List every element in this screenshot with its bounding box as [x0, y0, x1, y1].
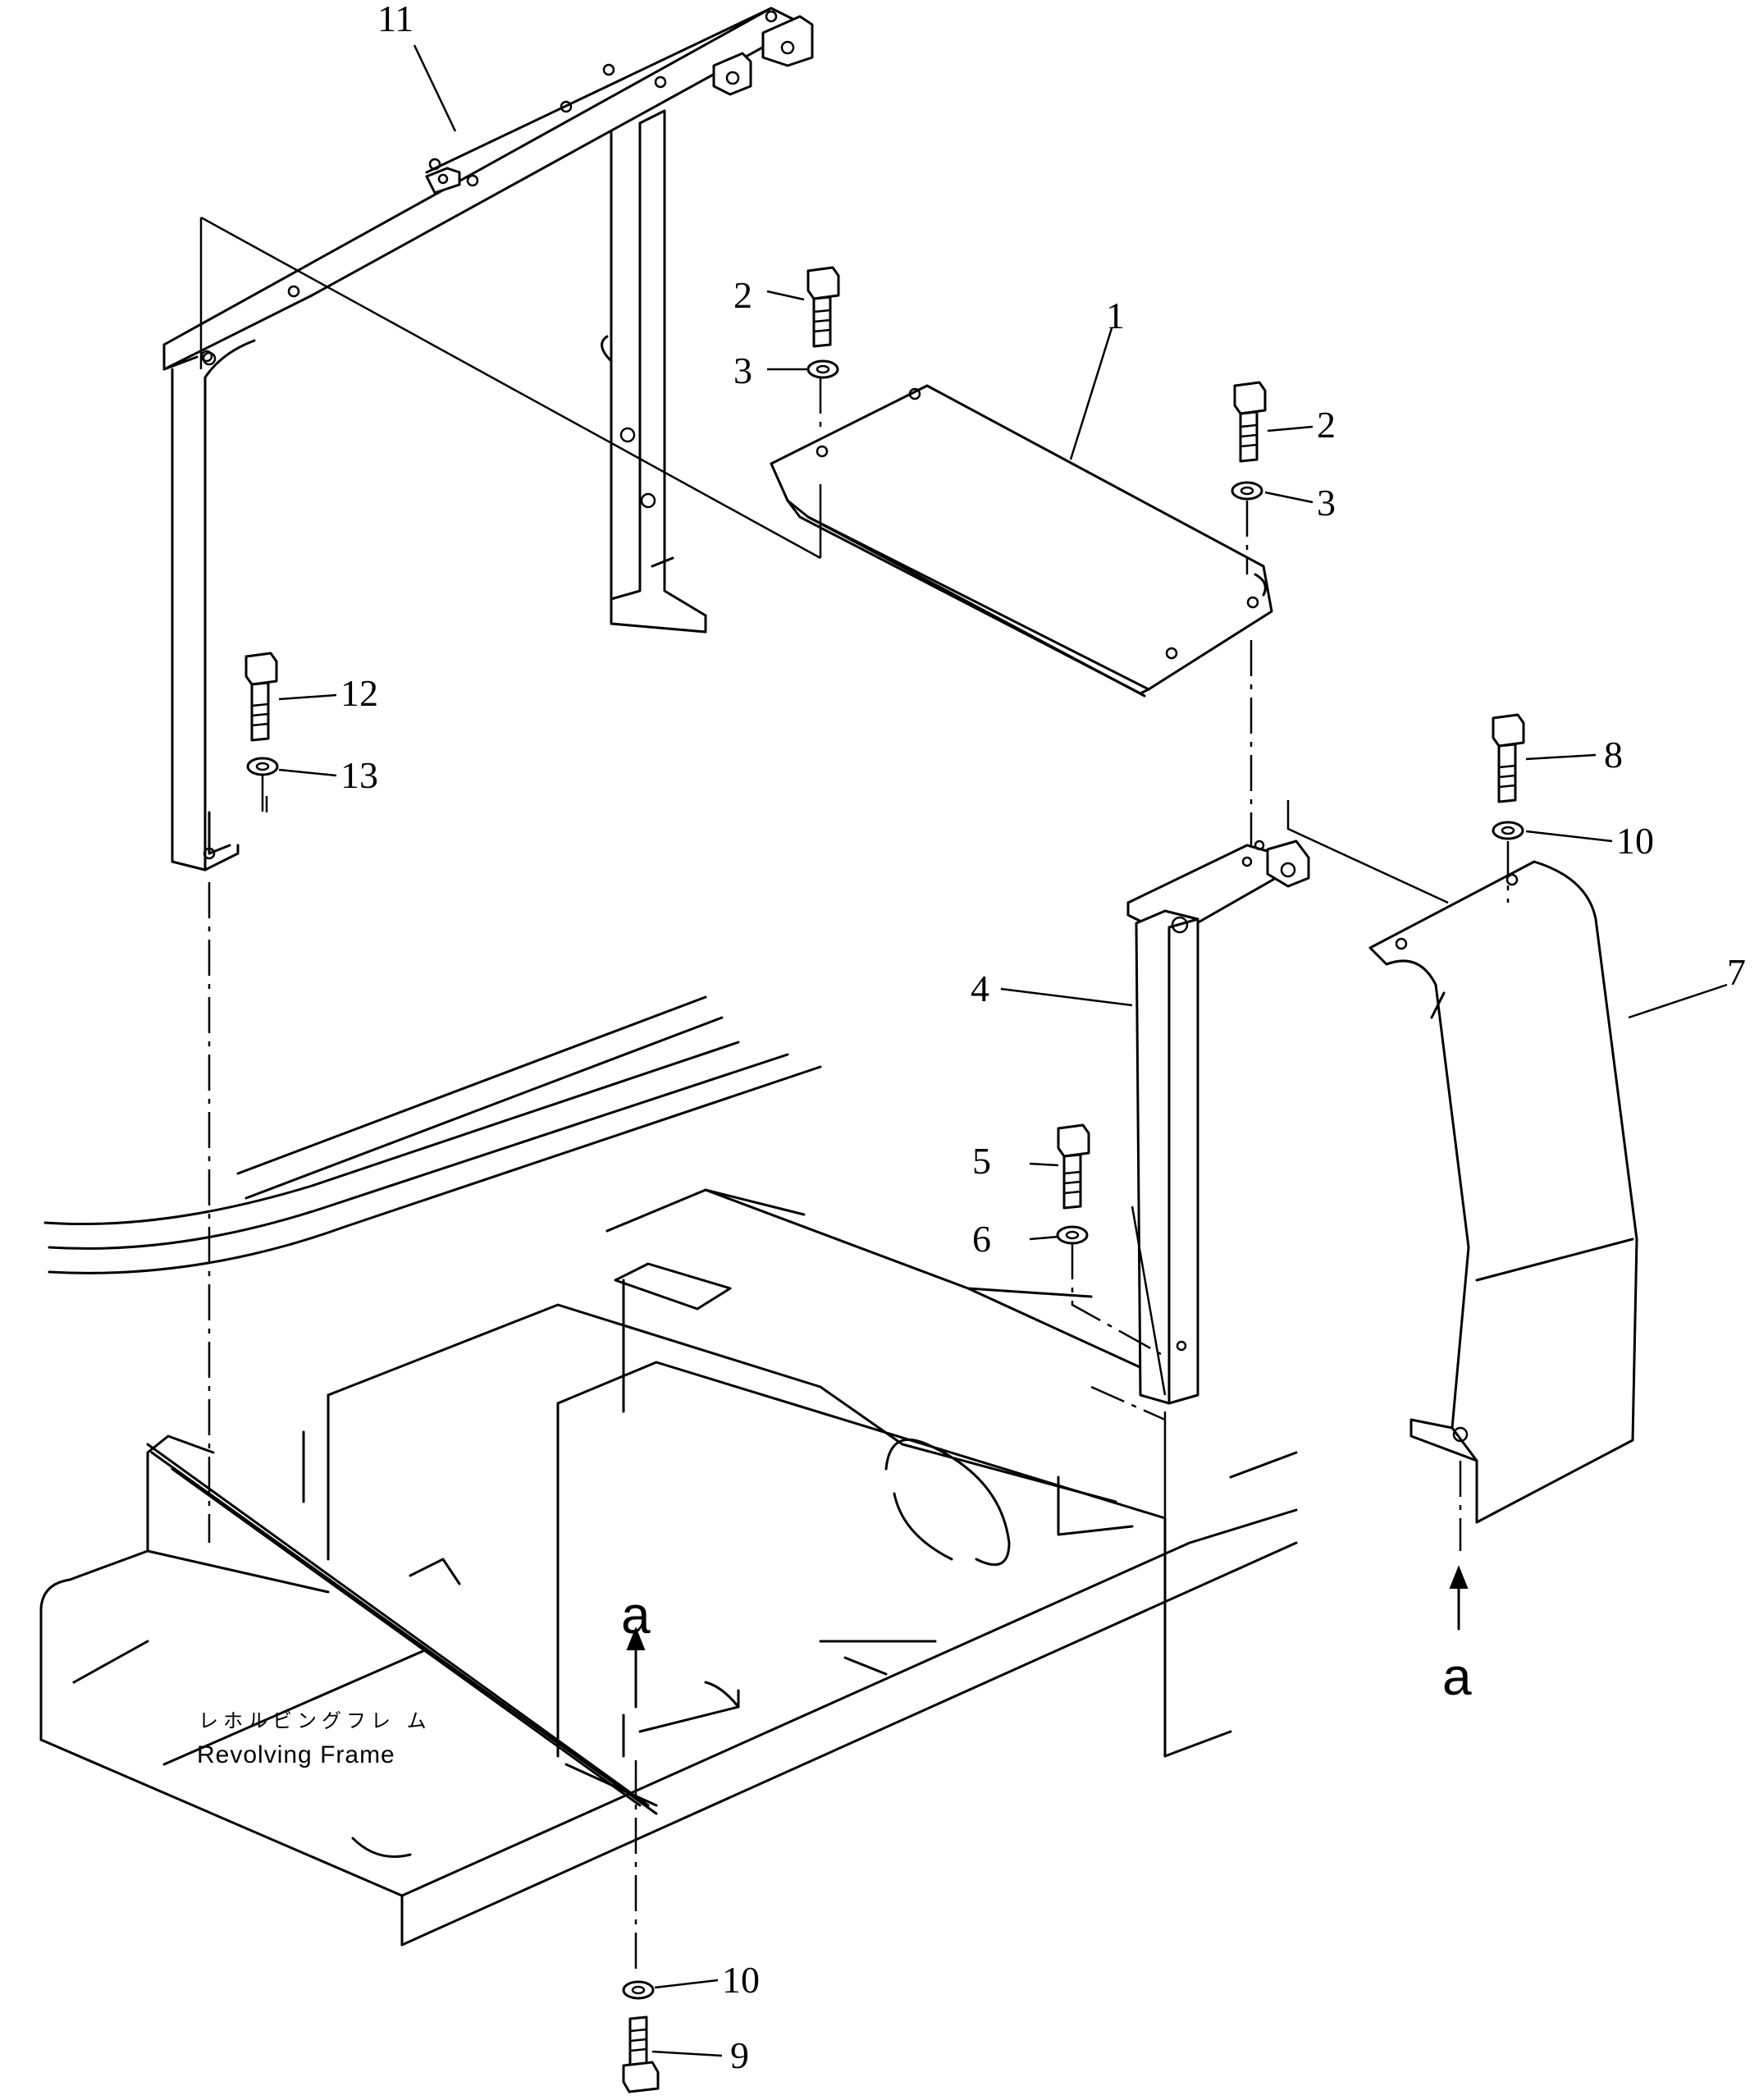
callout-8: 8: [1604, 734, 1623, 775]
callout-1: 1: [1106, 295, 1125, 336]
bolt-9: [622, 2015, 660, 2093]
view-arrow-right: [1449, 1565, 1469, 1631]
bolt-2-left: [806, 266, 840, 348]
callout-13: 13: [340, 754, 378, 796]
callout-labels: 11 1 2 3 2 3 12 13 4 5 6 8 10 7 10 9: [340, 0, 1746, 2076]
callout-9: 9: [730, 2034, 749, 2076]
callout-12: 12: [340, 672, 378, 714]
callout-4: 4: [971, 968, 989, 1009]
leader-lines: [278, 44, 1728, 2057]
part-11-upper-bracket: [162, 7, 814, 872]
callout-10-upper: 10: [1616, 820, 1654, 862]
callout-5: 5: [972, 1140, 991, 1182]
washer-10-lower: [622, 1980, 655, 2000]
callout-7: 7: [1727, 951, 1746, 993]
bolt-2-right: [1233, 381, 1267, 463]
washer-3-left: [806, 359, 839, 379]
bolt-8: [1492, 713, 1525, 803]
callout-10-lower: 10: [722, 1959, 760, 2001]
washer-6: [1056, 1225, 1089, 1245]
revolving-frame: [39, 1188, 1298, 1947]
callout-2-right: 2: [1317, 404, 1336, 446]
part-1-cover-plate: [770, 384, 1273, 698]
washer-13: [246, 757, 279, 776]
part-4-right-post: [1126, 840, 1310, 1405]
view-arrow-left: [626, 1626, 646, 1709]
washer-10-upper: [1492, 821, 1524, 840]
bolt-12: [244, 652, 278, 742]
revolving-frame-label-japanese: レホルビングフレ ム: [199, 1709, 432, 1732]
view-marker-a-left: a: [621, 1585, 651, 1645]
bolt-5: [1057, 1123, 1090, 1210]
callout-3-left: 3: [733, 350, 752, 391]
assembly-center-lines: [199, 216, 1510, 1970]
callout-3-right: 3: [1317, 482, 1336, 524]
washer-3-right: [1231, 481, 1263, 501]
revolving-frame-label: Revolving Frame: [197, 1741, 395, 1768]
background-frame-lines: [43, 995, 822, 1274]
part-7-side-cover: [1368, 860, 1638, 1524]
callout-6: 6: [972, 1218, 991, 1260]
callout-2-left: 2: [733, 274, 752, 316]
view-marker-a-right: a: [1442, 1647, 1472, 1706]
callout-11: 11: [377, 0, 413, 39]
